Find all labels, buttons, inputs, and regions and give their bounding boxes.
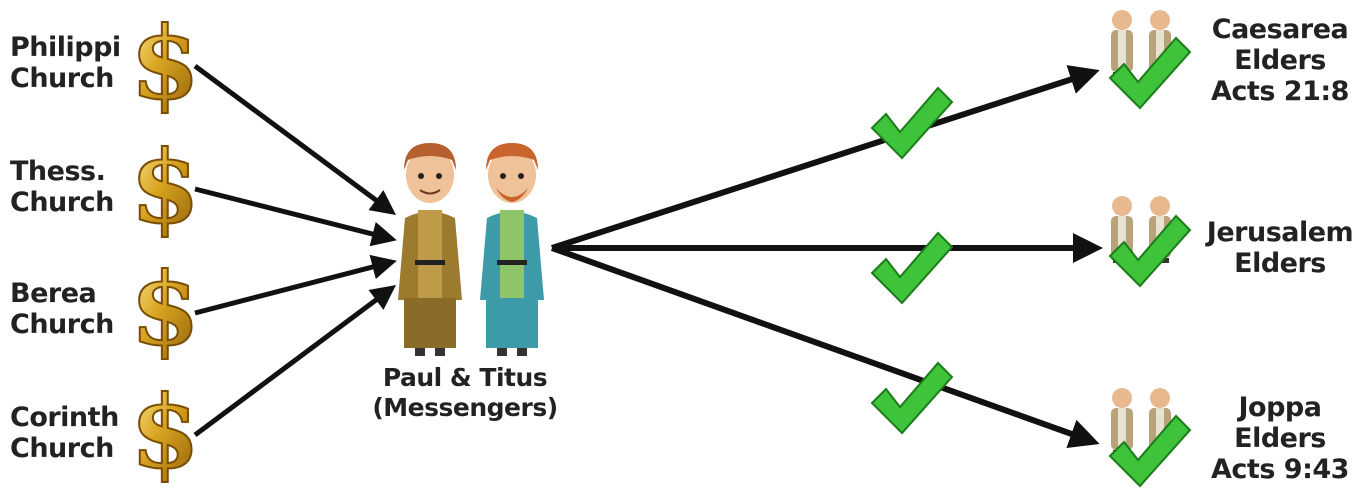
- titus-figure-icon: [480, 143, 544, 356]
- dollar-sign-icon: [130, 4, 200, 122]
- destination-name: Joppa: [1200, 392, 1360, 423]
- source-name: Thess.: [10, 156, 114, 187]
- paul-figure-icon: [398, 143, 462, 356]
- destination-name: Caesarea: [1200, 14, 1360, 45]
- messengers-role: (Messengers): [365, 393, 565, 423]
- arrow-berea: [195, 262, 392, 313]
- arrows-in: [195, 66, 392, 435]
- arrow-caesarea: [552, 72, 1094, 248]
- arrow-joppa: [552, 248, 1094, 442]
- source-label-thess: Thess. Church: [10, 156, 114, 218]
- destination-type: Elders: [1200, 248, 1360, 279]
- source-type: Church: [10, 187, 114, 218]
- dollar-sign-icon: [130, 128, 200, 246]
- source-label-corinth: Corinth Church: [10, 402, 119, 464]
- check-mark-icon: [872, 233, 952, 303]
- dollar-sign-icon: [130, 373, 200, 491]
- source-label-berea: Berea Church: [10, 278, 114, 340]
- arrow-philippi: [195, 66, 392, 212]
- check-mark-icon: [872, 363, 952, 433]
- source-label-philippi: Philippi Church: [10, 32, 121, 94]
- source-type: Church: [10, 309, 114, 340]
- destination-reference: Acts 21:8: [1200, 76, 1360, 107]
- destination-label-joppa: Joppa Elders Acts 9:43: [1200, 392, 1360, 485]
- destination-label-jerusalem: Jerusalem Elders: [1200, 217, 1360, 279]
- source-name: Corinth: [10, 402, 119, 433]
- destination-label-caesarea: Caesarea Elders Acts 21:8: [1200, 14, 1360, 107]
- destination-type: Elders: [1200, 423, 1360, 454]
- source-name: Berea: [10, 278, 114, 309]
- dollar-sign-icon: [130, 250, 200, 368]
- destination-type: Elders: [1200, 45, 1360, 76]
- messengers-name: Paul & Titus: [365, 363, 565, 393]
- arrow-corinth: [195, 288, 392, 435]
- dollar-icons: [130, 4, 200, 491]
- source-type: Church: [10, 63, 121, 94]
- source-name: Philippi: [10, 32, 121, 63]
- arrows-out: [552, 72, 1097, 442]
- destination-name: Jerusalem: [1200, 217, 1360, 248]
- messengers-label: Paul & Titus (Messengers): [365, 363, 565, 423]
- arrow-thess: [195, 189, 392, 239]
- source-type: Church: [10, 433, 119, 464]
- destination-reference: Acts 9:43: [1200, 454, 1360, 485]
